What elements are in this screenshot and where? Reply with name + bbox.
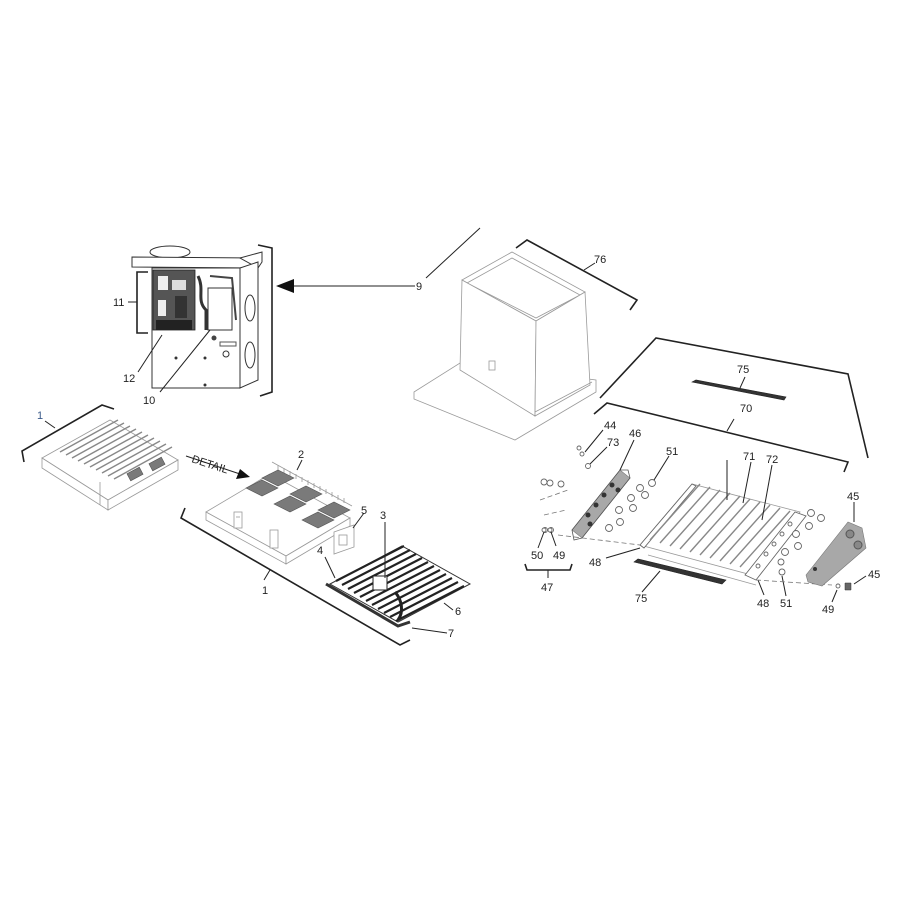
callout-9: 9 bbox=[416, 281, 422, 293]
callout-47: 47 bbox=[541, 582, 553, 594]
jacket-bracket bbox=[515, 239, 639, 311]
arrow-to-control-box bbox=[276, 279, 415, 293]
washer-49 bbox=[835, 583, 841, 589]
burner-tray-bracket-2 bbox=[180, 507, 411, 646]
part-5-plate bbox=[333, 524, 355, 555]
detail-arrow: DETAIL bbox=[185, 453, 250, 479]
part-50 bbox=[541, 527, 547, 533]
burner-tray-assembled bbox=[41, 419, 179, 511]
callout-48-right: 48 bbox=[757, 598, 769, 610]
tube-bundle-70 bbox=[639, 483, 807, 586]
baffle-75-top bbox=[691, 379, 787, 401]
callout-3: 3 bbox=[380, 510, 386, 522]
callout-72: 72 bbox=[766, 454, 778, 466]
burner-assembly bbox=[325, 545, 472, 628]
bracket-11 bbox=[136, 271, 148, 334]
callout-75-top: 75 bbox=[737, 364, 749, 376]
bracket-47 bbox=[524, 563, 573, 571]
callout-70: 70 bbox=[740, 403, 752, 415]
hardware-44-73 bbox=[576, 445, 591, 469]
callout-45-top: 45 bbox=[847, 491, 859, 503]
part-49 bbox=[547, 527, 553, 533]
control-box-assembly bbox=[131, 245, 263, 389]
burner-tray-bracket-1 bbox=[21, 404, 115, 463]
callout-46: 46 bbox=[629, 428, 641, 440]
nut-45 bbox=[844, 582, 852, 591]
callout-44: 44 bbox=[604, 420, 616, 432]
callout-4: 4 bbox=[317, 545, 323, 557]
callout-51-bottom: 51 bbox=[780, 598, 792, 610]
control-box-bracket bbox=[257, 244, 273, 397]
callout-2: 2 bbox=[298, 449, 304, 461]
burner-tray-detail bbox=[205, 461, 353, 565]
callout-73: 73 bbox=[607, 437, 619, 449]
fittings-right bbox=[777, 509, 825, 576]
callout-5: 5 bbox=[361, 505, 367, 517]
callout-12: 12 bbox=[123, 373, 135, 385]
fittings-left bbox=[540, 478, 565, 533]
callout-10: 10 bbox=[143, 395, 155, 407]
heat-exchanger-outer-bracket bbox=[599, 337, 869, 459]
callout-49-left: 49 bbox=[553, 550, 565, 562]
fittings-mid bbox=[605, 479, 656, 532]
callout-49-right: 49 bbox=[822, 604, 834, 616]
callout-48-left: 48 bbox=[589, 557, 601, 569]
heat-exchanger-inner-bracket bbox=[593, 402, 850, 473]
callout-1-bottom: 1 bbox=[262, 585, 268, 597]
detail-label: DETAIL bbox=[190, 453, 230, 476]
callout-45-bottom: 45 bbox=[868, 569, 880, 581]
header-46 bbox=[571, 469, 631, 541]
callout-7: 7 bbox=[448, 628, 454, 640]
baffle-75-bottom bbox=[633, 558, 727, 585]
callout-6: 6 bbox=[455, 606, 461, 618]
callout-71: 71 bbox=[743, 451, 755, 463]
callout-51-top: 51 bbox=[666, 446, 678, 458]
jacket-assembly bbox=[413, 251, 597, 441]
callout-75-bottom: 75 bbox=[635, 593, 647, 605]
callout-50: 50 bbox=[531, 550, 543, 562]
callout-1-top: 1 bbox=[37, 410, 43, 422]
header-45 bbox=[805, 521, 867, 587]
callout-11: 11 bbox=[113, 297, 124, 309]
callout-76: 76 bbox=[594, 254, 606, 266]
